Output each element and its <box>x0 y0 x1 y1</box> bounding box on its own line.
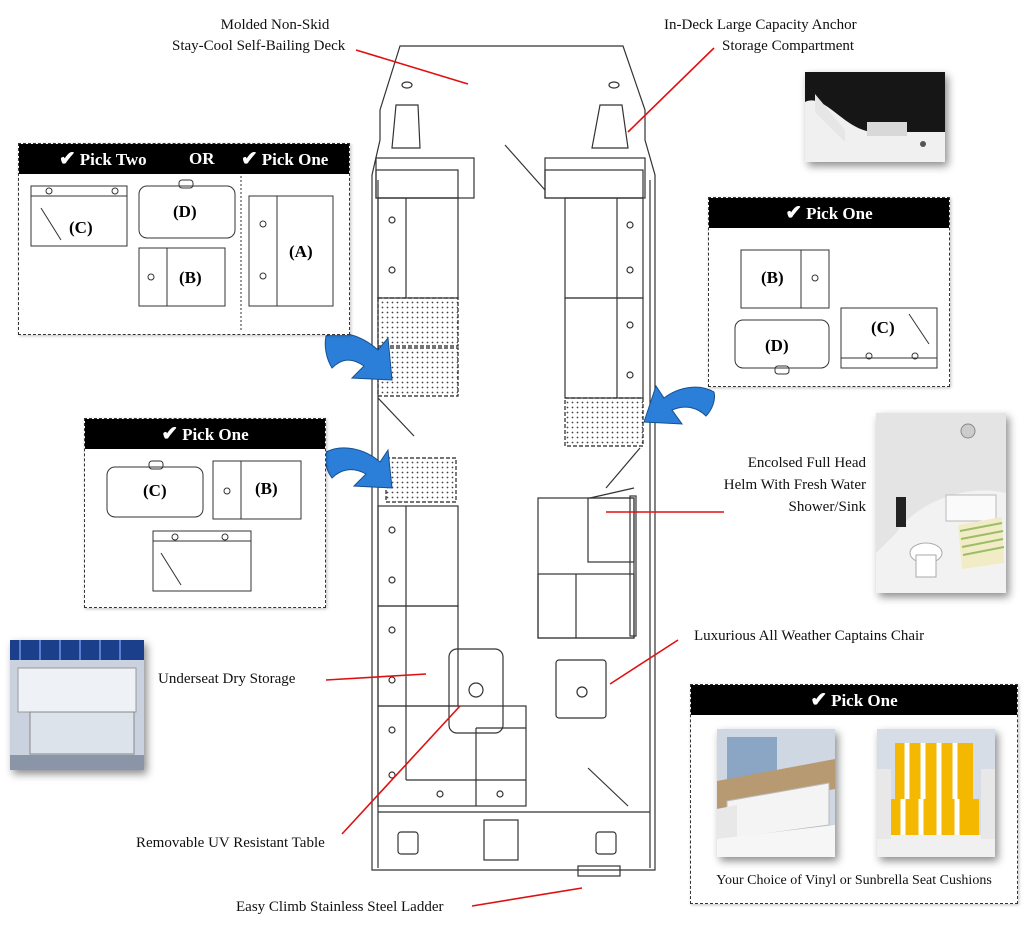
bow-hatch-right <box>591 104 629 149</box>
dry-storage-photo <box>10 640 144 770</box>
panel-options-drawing <box>734 249 938 375</box>
check-icon: ✔ <box>810 689 828 711</box>
panel-mid-left-pick-one: ✔Pick One (C) (B) <box>84 418 326 608</box>
option-zone-left-3 <box>385 457 457 503</box>
option-d-label: (D) <box>765 336 789 355</box>
deck-callout-line1: Molded Non-Skid <box>220 17 330 33</box>
deck-callout-line2: Stay-Cool Self-Bailing Deck <box>172 38 346 54</box>
blue-curved-arrow-icon <box>324 447 393 489</box>
vinyl-cushion-photo <box>717 729 835 857</box>
panel-options-drawing <box>30 176 334 332</box>
seat-right-1 <box>564 197 644 299</box>
pick-two-heading: ✔Pick Two <box>59 144 147 175</box>
panel-right-pick-one: ✔Pick One (B) (D) (C) <box>708 197 950 387</box>
seat-left-lower-1 <box>377 505 459 607</box>
check-icon: ✔ <box>785 202 803 224</box>
or-label: OR <box>189 149 215 168</box>
anchor-compartment-photo <box>805 72 945 162</box>
head-callout-line2: Helm With Fresh Water <box>723 477 866 493</box>
bow-box-left <box>375 157 475 199</box>
vinyl-cushion-image <box>717 729 835 857</box>
option-zone-left-1 <box>377 297 459 347</box>
option-d-shape <box>138 185 236 239</box>
option-zone-right <box>564 397 644 447</box>
option-a-shape <box>248 195 334 307</box>
panel-header: ✔Pick One <box>691 685 1017 715</box>
blue-curved-arrow-icon <box>643 384 715 425</box>
blue-curved-arrow-icon <box>324 332 393 381</box>
seat-left-lower-2 <box>377 605 459 707</box>
pick-one-label: Pick One <box>806 204 873 223</box>
option-d-shape <box>734 319 830 369</box>
pick-one-label: Pick One <box>182 425 249 444</box>
option-b-label: (B) <box>179 268 202 287</box>
dry-storage-image <box>10 640 144 770</box>
panel-cushion-pick-one: ✔Pick One Your Ch <box>690 684 1018 904</box>
check-icon: ✔ <box>161 423 179 445</box>
underseat-callout: Underseat Dry Storage <box>158 671 296 687</box>
anchor-callout-line2: Storage Compartment <box>722 38 855 54</box>
deck-callout: Molded Non-Skid <box>205 16 345 35</box>
table-callout: Removable UV Resistant Table <box>136 835 325 851</box>
sunbrella-cushion-image <box>877 729 995 857</box>
head-image <box>876 413 1006 593</box>
option-b-shape <box>138 247 226 307</box>
pick-one-heading: ✔Pick One <box>241 144 328 175</box>
anchor-compartment-image <box>805 72 945 162</box>
head-callout-line1: Encolsed Full Head <box>747 455 866 471</box>
stern-ladder <box>577 865 621 877</box>
ladder-callout: Easy Climb Stainless Steel Ladder <box>236 899 444 915</box>
check-icon: ✔ <box>59 148 76 170</box>
bow-hatch-left <box>391 104 421 149</box>
hull-outline <box>371 45 656 871</box>
head-callout-line3: Shower/Sink <box>788 499 866 515</box>
seat-right-2 <box>564 297 644 399</box>
option-c-label: (C) <box>143 481 167 500</box>
pick-two-label: Pick Two <box>79 150 147 169</box>
option-c-shape <box>840 307 938 369</box>
option-b-label: (B) <box>761 268 784 287</box>
seat-left-1 <box>377 197 459 299</box>
option-c-label: (C) <box>69 218 93 237</box>
captains-chair <box>555 659 607 719</box>
bow-box-right <box>544 157 646 199</box>
option-a-label: (A) <box>289 242 313 261</box>
option-b-shape <box>740 249 830 309</box>
panel-header: ✔Pick One <box>85 419 325 449</box>
option-extra-shape <box>152 530 252 592</box>
panel-options-drawing <box>106 460 302 592</box>
pick-one-label: Pick One <box>831 691 898 710</box>
anchor-callout-line1: In-Deck Large Capacity Anchor <box>664 17 857 33</box>
panel-header: ✔Pick One <box>709 198 949 228</box>
captain-callout: Luxurious All Weather Captains Chair <box>694 628 925 644</box>
panel-pick-two-or-one: ✔Pick Two OR ✔Pick One <box>18 143 350 335</box>
panel-header: ✔Pick Two OR ✔Pick One <box>19 144 349 174</box>
check-icon: ✔ <box>241 148 258 170</box>
removable-table <box>448 648 504 734</box>
option-c-label: (C) <box>871 318 895 337</box>
option-d-label: (D) <box>173 202 197 221</box>
option-c-shape <box>106 466 204 518</box>
sunbrella-cushion-photo <box>877 729 995 857</box>
cushion-caption: Your Choice of Vinyl or Sunbrella Seat C… <box>716 873 992 888</box>
head-photo <box>876 413 1006 593</box>
pick-one-label: Pick One <box>261 150 329 169</box>
helm-console <box>537 497 635 639</box>
option-b-shape <box>212 460 302 520</box>
option-b-label: (B) <box>255 479 278 498</box>
